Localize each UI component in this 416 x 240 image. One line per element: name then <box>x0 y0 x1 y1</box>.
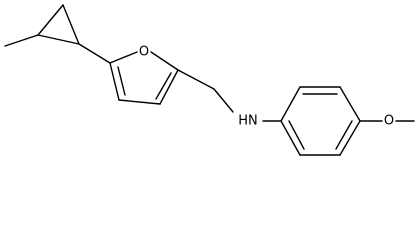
bond-cyclopropane-3 <box>62 4 80 45</box>
bond-benzene-3 <box>339 86 361 122</box>
bond-cyclopropane-2 <box>37 34 80 45</box>
bond-benzene-4 <box>339 120 361 156</box>
bond-furan-c2-c3 <box>159 69 179 105</box>
bond-furan-c4-c5-inner <box>117 66 126 96</box>
bond-benzene-6 <box>280 120 301 156</box>
amine-label: HN <box>238 114 258 129</box>
chemical-structure-diagram: O HN O <box>4 4 415 156</box>
furan-oxygen-label: O <box>139 45 149 60</box>
bond-furan-c2-c3-inner <box>155 72 172 100</box>
bond-methyl <box>4 34 39 47</box>
bond-furan-o-c2 <box>150 51 179 71</box>
bond-benzene-inner-2 <box>335 120 353 150</box>
methoxy-oxygen-label: O <box>384 114 394 129</box>
bond-cyclopropyl-furan <box>78 43 111 64</box>
bond-furan-ch2 <box>177 69 215 90</box>
bond-cyclopropane-1 <box>37 4 64 36</box>
bond-ch2-nh <box>213 88 234 113</box>
bond-furan-c4-c5 <box>109 62 120 101</box>
bond-benzene-inner-3 <box>288 120 305 150</box>
bond-furan-c5-o <box>109 51 138 64</box>
bond-benzene-1 <box>280 86 301 122</box>
bond-furan-c3-c4 <box>118 99 161 105</box>
